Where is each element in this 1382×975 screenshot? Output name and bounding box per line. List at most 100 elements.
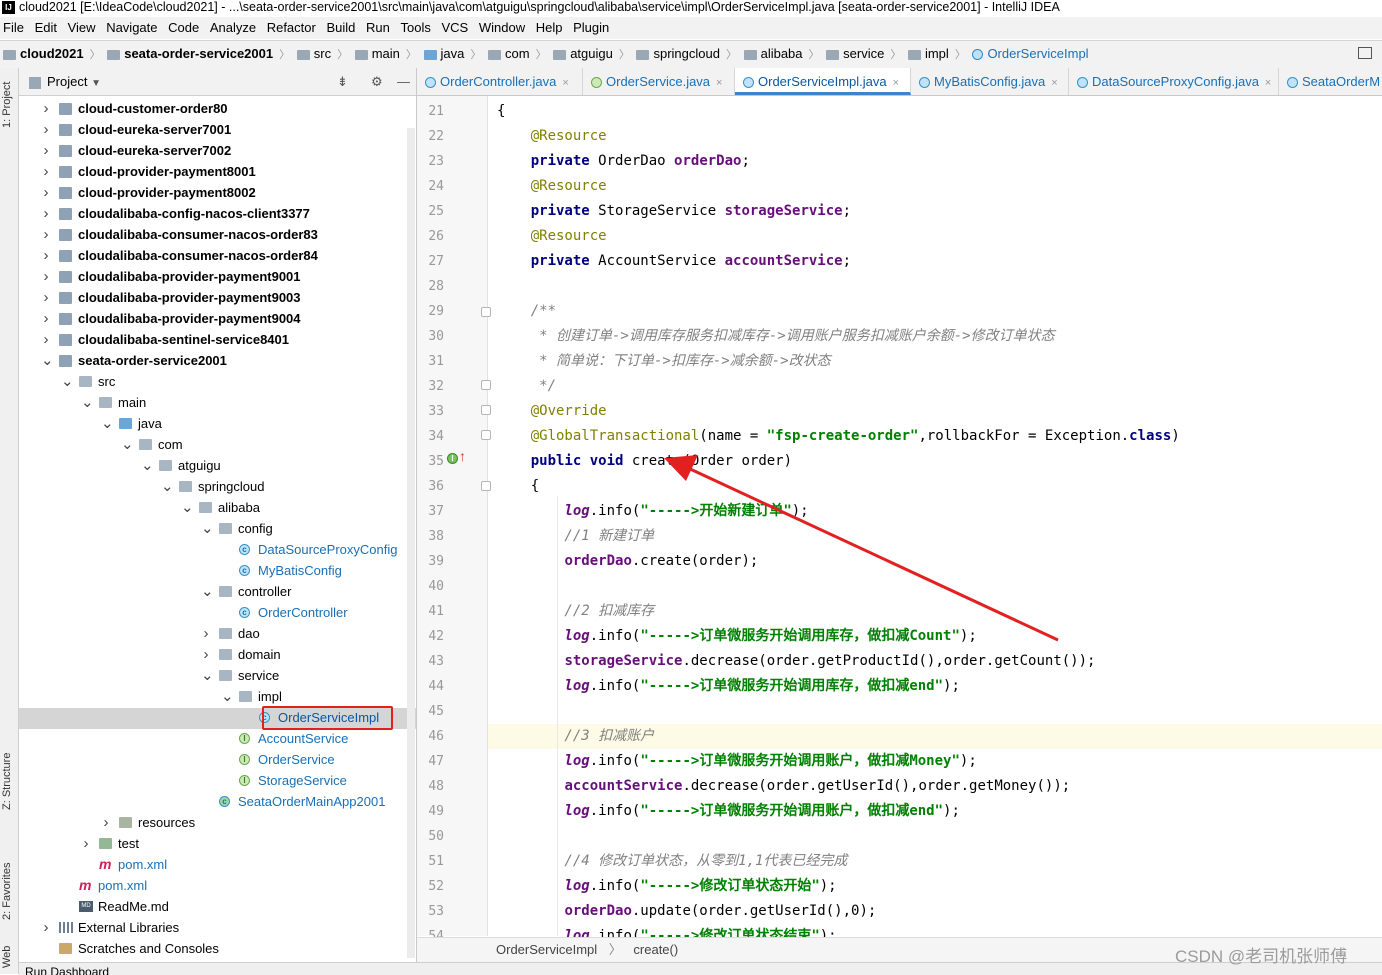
tree-row[interactable]: ›dao (19, 623, 416, 644)
menu-tools[interactable]: Tools (400, 20, 431, 35)
chevron-right-icon[interactable]: › (43, 331, 49, 348)
menu-run[interactable]: Run (366, 20, 390, 35)
project-view-selector[interactable]: Project (47, 74, 88, 89)
implements-method-icon[interactable]: I (447, 453, 458, 464)
menu-plugin[interactable]: Plugin (573, 20, 610, 35)
menu-window[interactable]: Window (478, 20, 526, 35)
code-line[interactable]: private StorageService storageService; (530, 203, 852, 219)
menu-refactor[interactable]: Refactor (266, 20, 316, 35)
code-line[interactable]: @Resource (530, 178, 607, 194)
code-line[interactable]: */ (497, 378, 557, 394)
chevron-right-icon[interactable]: › (43, 919, 49, 936)
tree-row[interactable]: ›cloudalibaba-consumer-nacos-order83 (19, 224, 416, 245)
chevron-down-icon[interactable]: ⌄ (201, 583, 214, 600)
tab-orderserviceimpl[interactable]: OrderServiceImpl.java× (735, 68, 911, 95)
code-line[interactable]: accountService.decrease(order.getUserId(… (564, 778, 1071, 794)
chevron-right-icon[interactable]: › (203, 646, 209, 663)
tree-row[interactable]: ›cloudalibaba-consumer-nacos-order84 (19, 245, 416, 266)
tree-row[interactable]: ›cloudalibaba-provider-payment9001 (19, 266, 416, 287)
chevron-down-icon[interactable]: ⌄ (141, 457, 154, 474)
code-line[interactable]: storageService.decrease(order.getProduct… (564, 653, 1096, 669)
code-line[interactable]: { (497, 478, 540, 494)
menu-file[interactable]: File (3, 20, 24, 35)
code-line[interactable]: log.info("----->订单微服务开始调用账户，做扣减Money"); (564, 753, 977, 769)
crumb-atguigu[interactable]: atguigu〉 (553, 41, 630, 68)
tree-row[interactable]: ›cloudalibaba-sentinel-service8401 (19, 329, 416, 350)
crumb-module[interactable]: seata-order-service2001〉 (107, 41, 290, 68)
crumb-project[interactable]: cloud2021〉 (3, 41, 101, 68)
tree-row[interactable]: ⌄config (19, 518, 416, 539)
chevron-right-icon[interactable]: › (43, 100, 49, 117)
arrow-up-icon[interactable]: ↑ (459, 448, 466, 464)
code-line[interactable]: //3 扣减账户 (497, 728, 655, 744)
close-icon[interactable]: × (1264, 77, 1272, 89)
gear-icon[interactable]: ⚙ (371, 74, 383, 89)
editor-crumb-method[interactable]: create() (633, 942, 679, 957)
chevron-right-icon[interactable]: › (43, 310, 49, 327)
chevron-down-icon[interactable]: ⌄ (161, 478, 174, 495)
fold-marker-icon[interactable] (481, 307, 491, 317)
project-tool-tab[interactable]: 1: Project (1, 81, 13, 128)
code-line[interactable]: log.info("----->开始新建订单"); (564, 503, 809, 519)
tree-row[interactable]: ⌄springcloud (19, 476, 416, 497)
menu-edit[interactable]: Edit (34, 20, 57, 35)
code-line[interactable]: //2 扣减库存 (497, 603, 655, 619)
chevron-down-icon[interactable]: ⌄ (201, 667, 214, 684)
close-icon[interactable]: × (716, 77, 723, 89)
tree-row[interactable]: ⌄java (19, 413, 416, 434)
tab-seataordermainapp[interactable]: SeataOrderM (1279, 68, 1382, 95)
code-line[interactable]: private AccountService accountService; (530, 253, 852, 269)
tree-row[interactable]: ⌄atguigu (19, 455, 416, 476)
chevron-right-icon[interactable]: › (43, 289, 49, 306)
crumb-service[interactable]: service〉 (826, 41, 901, 68)
chevron-right-icon[interactable]: › (43, 163, 49, 180)
chevron-down-icon[interactable]: ⌄ (201, 520, 214, 537)
tree-row[interactable]: ⌄service (19, 665, 416, 686)
crumb-com[interactable]: com〉 (488, 41, 547, 68)
crumb-src[interactable]: src〉 (296, 41, 348, 68)
close-icon[interactable]: × (1051, 77, 1058, 89)
tree-row[interactable]: ›cloudalibaba-config-nacos-client3377 (19, 203, 416, 224)
chevron-down-icon[interactable]: ⌄ (41, 352, 54, 369)
favorites-tool-tab[interactable]: 2: Favorites (1, 862, 13, 920)
chevron-right-icon[interactable]: › (43, 184, 49, 201)
code-line[interactable]: public void create(Order order) (530, 453, 793, 469)
chevron-right-icon[interactable]: › (43, 268, 49, 285)
code-line[interactable]: * 创建订单->调用库存服务扣减库存->调用账户服务扣减账户余额->修改订单状态 (497, 328, 1055, 344)
code-line[interactable]: @GlobalTransactional(name = "fsp-create-… (530, 428, 1180, 444)
tree-row[interactable]: Scratches and Consoles (19, 938, 416, 959)
tree-row[interactable]: ›cloud-eureka-server7002 (19, 140, 416, 161)
collapse-all-icon[interactable]: ⇟ (337, 74, 348, 89)
chevron-right-icon[interactable]: › (43, 247, 49, 264)
tree-row[interactable]: ›cloud-customer-order80 (19, 98, 416, 119)
tree-row[interactable]: ⌄seata-order-service2001 (19, 350, 416, 371)
project-scrollbar[interactable] (407, 128, 415, 958)
tree-row[interactable]: ⌄main (19, 392, 416, 413)
tree-row[interactable]: ⌄src (19, 371, 416, 392)
crumb-main[interactable]: main〉 (354, 41, 417, 68)
menu-vcs[interactable]: VCS (441, 20, 469, 35)
tree-row[interactable]: ›cloudalibaba-provider-payment9003 (19, 287, 416, 308)
chevron-down-icon[interactable]: ⌄ (181, 499, 194, 516)
close-icon[interactable]: × (562, 77, 569, 89)
tree-row[interactable]: ⌄impl (19, 686, 416, 707)
tree-row[interactable]: ›test (19, 833, 416, 854)
tab-orderservice[interactable]: OrderService.java× (583, 68, 735, 95)
tree-row[interactable]: ›cloud-eureka-server7001 (19, 119, 416, 140)
run-dashboard-tab[interactable]: Run Dashboard (25, 965, 110, 975)
code-line[interactable]: * 简单说：下订单->扣库存->减余额->改状态 (497, 353, 831, 369)
code-line[interactable]: @Resource (530, 228, 607, 244)
chevron-down-icon[interactable]: ⌄ (221, 688, 234, 705)
layout-toggle-icon[interactable] (1358, 47, 1372, 59)
code-line[interactable]: { (497, 103, 506, 119)
code-line[interactable]: log.info("----->修改订单状态开始"); (564, 878, 837, 894)
crumb-impl[interactable]: impl〉 (907, 41, 966, 68)
chevron-right-icon[interactable]: › (203, 625, 209, 642)
tree-row[interactable]: ⌄controller (19, 581, 416, 602)
